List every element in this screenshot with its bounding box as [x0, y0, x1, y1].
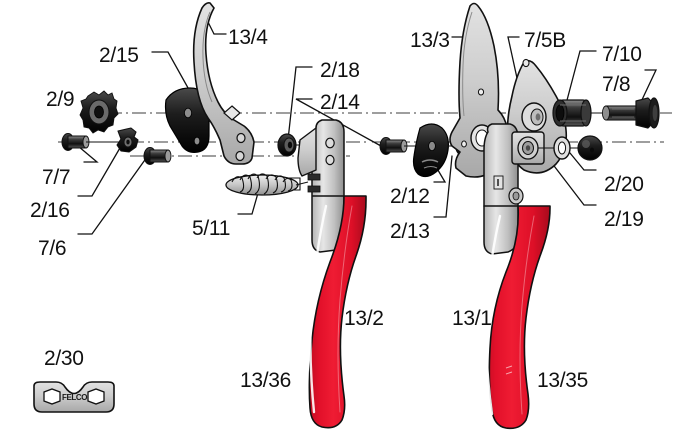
- leader-2-14: [295, 98, 382, 147]
- part-13-4-diamond-bore: [223, 105, 241, 121]
- leader-line-group: [71, 17, 658, 235]
- label-2-12: 2/12: [390, 185, 430, 208]
- part-7-10-threaded-bush: [552, 99, 606, 127]
- felco-brand-mark: FELCO: [62, 393, 87, 402]
- part-13-36-red-grip: [308, 195, 367, 429]
- label-7-7: 7/7: [42, 166, 71, 189]
- leader-7-6: [77, 149, 153, 235]
- leader-7-8: [639, 69, 658, 105]
- label-2-14: 2/14: [320, 91, 360, 114]
- label-7-6: 7/6: [38, 237, 67, 260]
- leader-7-10: [565, 50, 597, 105]
- part-13-4-bore-mid: [236, 132, 246, 144]
- part-7-7-screw: [61, 133, 130, 151]
- part-13-4-anvil-blade: [192, 2, 255, 165]
- part-13-2-left-handle-assembly: [272, 119, 367, 429]
- part-2-19-washer: [553, 136, 582, 160]
- label-2-15: 2/15: [99, 44, 139, 67]
- part-2-18-bushing: [277, 133, 312, 157]
- label-2-20: 2/20: [604, 173, 644, 196]
- label-2-16: 2/16: [30, 199, 70, 222]
- label-2-9: 2/9: [46, 88, 75, 111]
- label-7-10: 7/10: [602, 43, 642, 66]
- part-13-4-bore-low: [235, 150, 245, 162]
- label-13-4: 13/4: [228, 26, 268, 49]
- part-2-14-screw: [379, 137, 418, 155]
- leader-2-19: [547, 157, 597, 206]
- label-13-36: 13/36: [240, 369, 292, 392]
- part-13-2-lower-bore: [325, 154, 335, 166]
- leader-2-15: [151, 51, 198, 105]
- part-2-20-nut-cap: [577, 135, 603, 161]
- part-13-3-bore-lowleft: [461, 140, 467, 148]
- label-2-30: 2/30: [44, 347, 84, 370]
- label-13-1: 13/1: [452, 307, 492, 330]
- label-13-3: 13/3: [410, 29, 450, 52]
- part-13-35-red-grip: [483, 205, 551, 430]
- part-2-15-bore-upper: [183, 107, 192, 119]
- label-13-35: 13/35: [537, 369, 589, 392]
- leader-2-16: [77, 140, 125, 197]
- part-2-30-felco-plate: FELCO: [33, 381, 115, 413]
- leader-5-11: [237, 192, 259, 215]
- part-7-8-centre-bolt: [601, 97, 660, 129]
- label-7-5b: 7/5B: [524, 29, 566, 52]
- leader-2-18: [287, 66, 313, 141]
- felco-plate-hole-left: [43, 388, 61, 405]
- label-5-11: 5/11: [192, 217, 231, 240]
- part-2-15-bore-lower: [193, 136, 201, 146]
- label-2-13: 2/13: [390, 220, 430, 243]
- part-2-9-serrated-washer: [79, 90, 119, 134]
- part-13-2-spring-tab-upper: [307, 173, 321, 181]
- label-7-8: 7/8: [602, 73, 631, 96]
- part-7-5b-top-bore: [522, 58, 530, 68]
- part-5-11-coil-spring: [225, 173, 309, 196]
- part-2-15-cam-plate: [164, 87, 210, 153]
- part-13-1-right-handle-assembly: [483, 123, 556, 430]
- felco-plate-hole-right: [87, 388, 105, 405]
- label-13-2: 13/2: [344, 307, 384, 330]
- label-2-19: 2/19: [604, 208, 644, 231]
- part-13-3-bore-upper: [477, 88, 485, 96]
- label-2-18: 2/18: [320, 59, 360, 82]
- part-2-16-spring-clip: [116, 127, 139, 153]
- leader-2-20: [569, 152, 597, 171]
- part-7-6-screw: [143, 147, 172, 165]
- part-13-2-spring-tab-lower: [307, 185, 321, 193]
- leader-2-13: [433, 155, 453, 218]
- part-2-12-latch: [412, 123, 458, 178]
- part-2-9-bore: [94, 105, 104, 119]
- part-13-2-pivot-bore: [325, 137, 335, 149]
